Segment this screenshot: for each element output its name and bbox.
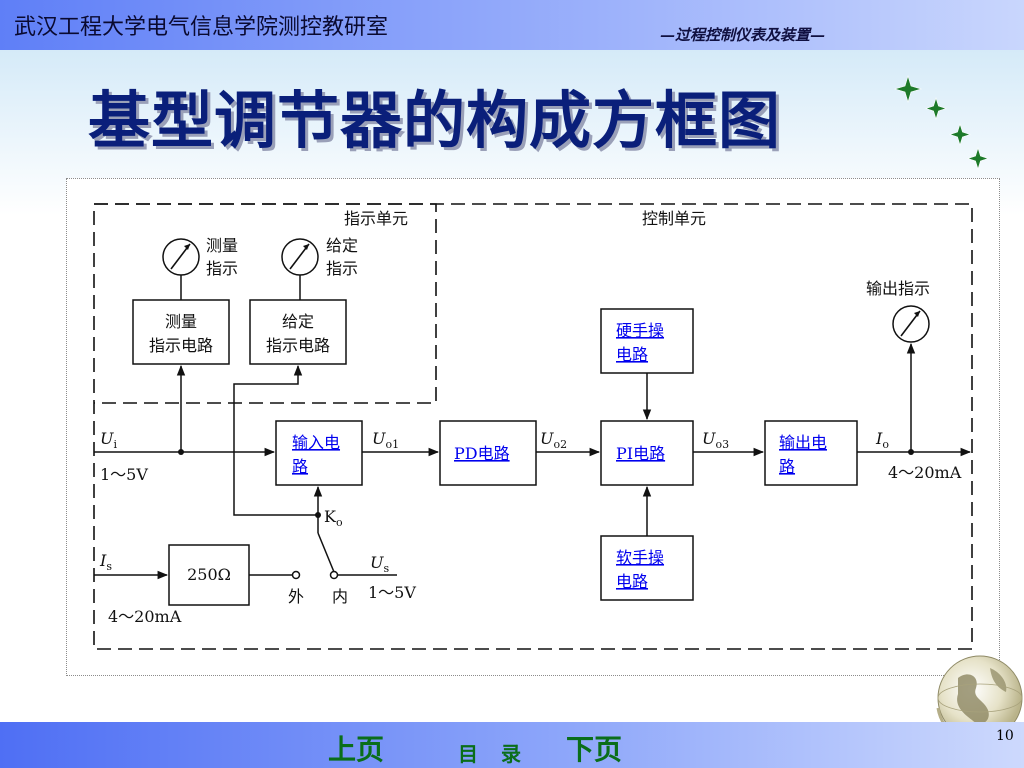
external-current-range: 4～20mA	[108, 607, 182, 626]
setpoint-feed-line	[233, 364, 318, 516]
header-bar	[0, 0, 1024, 50]
output-circuit-link-1[interactable]: 输出电	[779, 433, 827, 452]
indication-unit-label: 指示单元	[344, 209, 408, 228]
internal-contact[interactable]	[329, 570, 339, 580]
sparkle-decoration-icon	[893, 74, 989, 171]
next-page-link[interactable]: 下页	[566, 733, 623, 766]
measure-meter-icon	[162, 238, 200, 276]
footer-bar	[0, 722, 1024, 768]
us-signal-label: Us	[370, 553, 389, 575]
resistor-label: 250Ω	[187, 565, 231, 584]
input-circuit-block[interactable]	[275, 420, 363, 486]
ko-switch-label: Ko	[324, 507, 343, 529]
table-of-contents-link[interactable]: 目 录	[458, 742, 529, 766]
switch-blade[interactable]	[317, 532, 335, 573]
measure-meter-label-1: 测量	[206, 236, 238, 255]
measure-indicator-label-2: 指示电路	[149, 336, 213, 355]
output-meter-label: 输出指示	[866, 279, 930, 298]
hard-manual-link-1[interactable]: 硬手操	[616, 321, 664, 340]
indication-unit-boundary	[94, 203, 437, 404]
header-institution: 武汉工程大学电气信息学院测控教研室	[14, 15, 389, 40]
header-course-title: —过程控制仪表及装置—	[660, 26, 826, 44]
setpoint-meter-label-1: 给定	[326, 236, 358, 255]
internal-voltage-range: 1～5V	[368, 583, 416, 602]
ui-signal-label: Ui	[100, 429, 117, 451]
page-number: 10	[996, 728, 1014, 744]
control-unit-boundary	[93, 203, 973, 650]
setpoint-indicator-label-2: 指示电路	[266, 336, 330, 355]
setpoint-meter-label-2: 指示	[326, 259, 358, 278]
io-signal-label: Io	[875, 429, 889, 451]
output-current-range: 4～20mA	[888, 463, 962, 482]
uo3-signal-label: Uo3	[702, 429, 729, 451]
internal-position-label: 内	[332, 587, 348, 606]
output-meter-icon	[892, 305, 930, 343]
measure-indicator-block	[132, 299, 230, 365]
hard-manual-block[interactable]	[600, 308, 694, 374]
external-contact[interactable]	[291, 570, 301, 580]
uo2-signal-label: Uo2	[540, 429, 567, 451]
setpoint-indicator-block	[249, 299, 347, 365]
output-circuit-block[interactable]	[764, 420, 858, 486]
input-voltage-range: 1～5V	[100, 465, 148, 484]
pd-circuit-link[interactable]: PD电路	[454, 444, 510, 463]
soft-manual-link-2[interactable]: 电路	[616, 572, 648, 591]
external-position-label: 外	[288, 587, 304, 606]
measure-meter-label-2: 指示	[206, 259, 238, 278]
soft-manual-block[interactable]	[600, 535, 694, 601]
slide-title: 基型调节器的构成方框图	[88, 84, 782, 157]
prev-page-link[interactable]: 上页	[328, 733, 385, 766]
control-unit-label: 控制单元	[642, 209, 706, 228]
pd-circuit-block[interactable]	[439, 420, 537, 486]
pi-circuit-link[interactable]: PI电路	[616, 444, 665, 463]
resistor-block	[168, 544, 250, 606]
pi-circuit-block[interactable]	[600, 420, 694, 486]
uo1-signal-label: Uo1	[372, 429, 399, 451]
input-circuit-link-2[interactable]: 路	[292, 457, 308, 476]
soft-manual-link-1[interactable]: 软手操	[616, 548, 664, 567]
is-signal-label: Is	[99, 551, 112, 573]
setpoint-meter-icon	[281, 238, 319, 276]
output-circuit-link-2[interactable]: 路	[779, 457, 795, 476]
measure-indicator-label-1: 测量	[165, 312, 197, 331]
setpoint-indicator-label-1: 给定	[282, 312, 314, 331]
input-circuit-link-1[interactable]: 输入电	[292, 433, 340, 452]
controller-block-diagram: 指示单元 控制单元 测量 指示 给定 指示 测量 指示电路 给定 指示电路 Ui…	[93, 203, 973, 650]
hard-manual-link-2[interactable]: 电路	[616, 345, 648, 364]
